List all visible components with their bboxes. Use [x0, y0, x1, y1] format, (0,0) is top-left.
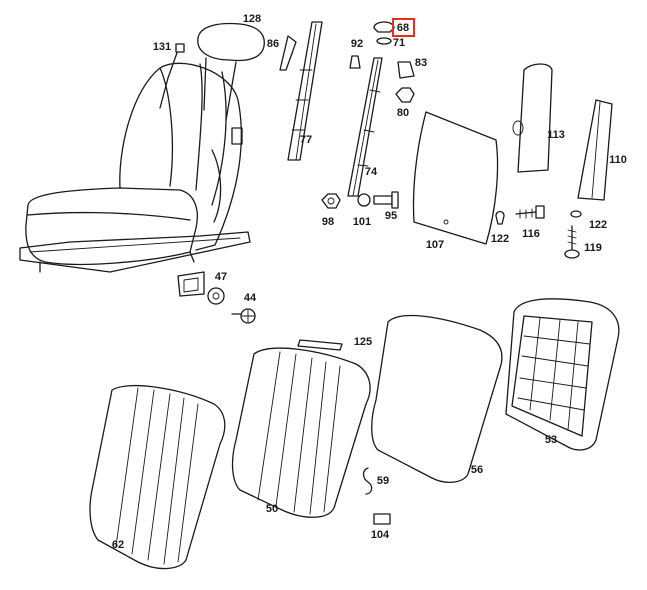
part-122-clip-b	[570, 210, 582, 218]
label-part-113[interactable]: 113	[547, 129, 565, 141]
part-104-clip	[373, 513, 391, 525]
label-part-56[interactable]: 56	[471, 464, 483, 476]
highlight-box-68	[392, 18, 415, 37]
label-part-107[interactable]: 107	[426, 239, 444, 251]
part-68-cap	[373, 21, 395, 33]
label-part-62[interactable]: 62	[112, 539, 124, 551]
part-116-screw	[515, 205, 545, 219]
label-part-128[interactable]: 128	[243, 13, 261, 25]
part-62-cushion-cover	[89, 384, 226, 570]
label-part-80[interactable]: 80	[397, 107, 409, 119]
part-95-bolt	[373, 191, 399, 209]
part-59-hook	[362, 467, 373, 495]
part-77-guide-rail	[287, 21, 323, 161]
label-part-68[interactable]: 68	[397, 22, 409, 34]
label-part-125[interactable]: 125	[354, 336, 372, 348]
part-53-seat-frame	[505, 298, 620, 451]
label-part-50[interactable]: 50	[266, 503, 278, 515]
label-part-59[interactable]: 59	[377, 475, 389, 487]
label-part-131[interactable]: 131	[153, 41, 171, 53]
part-71-washer	[376, 37, 392, 45]
part-92-clip	[349, 55, 361, 69]
part-107-back-panel	[412, 111, 499, 245]
part-119-screw	[564, 225, 580, 259]
label-part-95[interactable]: 95	[385, 210, 397, 222]
label-part-83[interactable]: 83	[415, 57, 427, 69]
part-74-adjuster	[347, 57, 383, 197]
label-part-74[interactable]: 74	[365, 166, 378, 178]
label-part-104[interactable]: 104	[371, 529, 390, 541]
part-122-clip-a	[495, 210, 505, 225]
label-part-116[interactable]: 116	[522, 228, 540, 240]
part-83-clip	[397, 61, 415, 79]
label-part-92[interactable]: 92	[351, 38, 363, 50]
part-44-washer	[207, 287, 225, 305]
part-50-backrest-cover	[231, 347, 371, 518]
part-47-bracket	[177, 271, 205, 297]
part-125-strip	[297, 339, 343, 351]
label-part-98[interactable]: 98	[322, 216, 334, 228]
label-part-101[interactable]: 101	[353, 216, 371, 228]
label-part-44[interactable]: 44	[244, 292, 257, 304]
label-part-119[interactable]: 119	[584, 242, 602, 254]
part-86-bracket	[279, 35, 297, 71]
part-113-trim-cover	[512, 63, 553, 173]
label-part-110[interactable]: 110	[609, 154, 627, 166]
label-part-77[interactable]: 77	[300, 134, 312, 146]
label-part-53[interactable]: 53	[545, 434, 557, 446]
part-44-knob	[231, 308, 256, 324]
part-80-nut	[395, 87, 415, 103]
part-101-washer	[357, 193, 371, 207]
label-part-47[interactable]: 47	[215, 271, 227, 283]
seat-assembly	[19, 22, 265, 273]
part-110-side-trim	[577, 99, 613, 201]
label-part-122-b[interactable]: 122	[589, 219, 607, 231]
label-part-71[interactable]: 71	[393, 37, 405, 49]
label-part-86[interactable]: 86	[267, 38, 279, 50]
part-56-back-shell	[371, 314, 503, 484]
part-98-nut	[321, 193, 341, 209]
label-part-122-a[interactable]: 122	[491, 233, 509, 245]
